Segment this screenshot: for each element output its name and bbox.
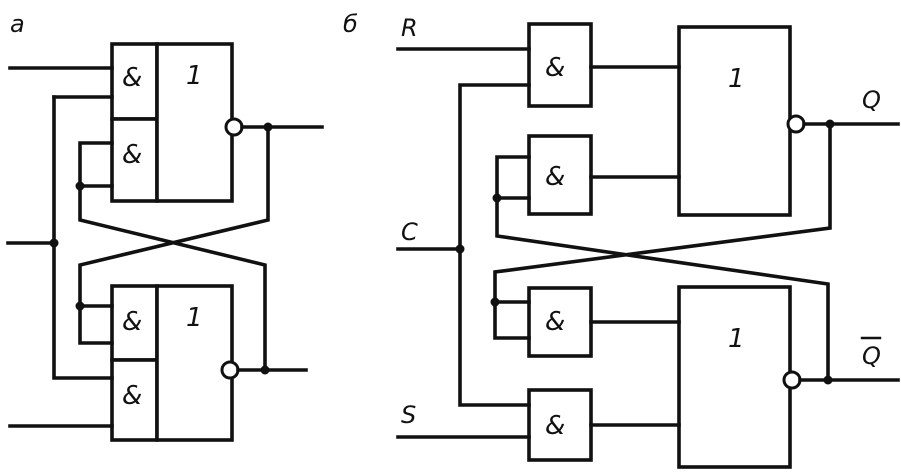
a-junction-lower-output [260, 365, 270, 375]
b-lower-or-symbol: 1 [728, 324, 745, 354]
b-lower-or-gate [677, 285, 792, 469]
a-upper-inverter-bubble [224, 117, 244, 137]
a-clock-bus [52, 95, 114, 380]
b-junction-q [825, 119, 835, 129]
a-upper-feedback-loop [78, 141, 114, 188]
b-and-upper-symbol: & [545, 162, 565, 192]
input-label-s: S [401, 401, 416, 429]
b-upper-or-symbol: 1 [728, 64, 745, 94]
b-and-s-symbol: & [545, 411, 565, 441]
a-lower-inverter-bubble [220, 360, 240, 380]
b-upper-or-gate [677, 25, 792, 217]
a-lower-and-1-symbol: & [122, 307, 142, 337]
b-and-r-symbol: & [545, 53, 565, 83]
a-junction-clock [49, 238, 59, 248]
a-lower-feedback-loop [78, 304, 114, 345]
b-lower-feedback-loop [493, 300, 531, 340]
c-clock-bus [458, 83, 531, 407]
a-junction-upper-loop [75, 181, 85, 191]
panel-a-label: a [10, 10, 25, 38]
a-upper-and-1-symbol: & [122, 63, 142, 93]
panel-a: a & & 1 & & 1 [6, 10, 324, 442]
output-label-q: Q [862, 86, 881, 114]
input-label-r: R [401, 14, 418, 42]
a-upper-and-2-symbol: & [122, 140, 142, 170]
a-junction-lower-loop [75, 301, 85, 311]
a-junction-upper-output [263, 122, 273, 132]
b-junction-q-bar [823, 375, 833, 385]
a-upper-and-gate-2 [110, 117, 159, 203]
b-and-gate-upper-feedback [527, 134, 593, 216]
panel-b: б R C S Q Q & & & & 1 1 [343, 10, 900, 469]
b-lower-inverter-bubble [782, 370, 802, 390]
b-and-lower-symbol: & [545, 307, 565, 337]
b-junction-upper-loop [492, 193, 502, 203]
b-and-gate-r [527, 22, 593, 108]
output-label-q-bar: Q [862, 342, 881, 370]
a-cross-wire-2 [78, 184, 267, 372]
b-junction-clock [455, 244, 465, 254]
b-junction-lower-loop [490, 297, 500, 307]
a-lower-and-2-symbol: & [122, 381, 142, 411]
b-and-gate-lower-feedback [527, 286, 593, 358]
panel-b-label: б [343, 10, 358, 38]
a-lower-or-symbol: 1 [186, 303, 203, 333]
b-cross-wire-q [493, 122, 832, 304]
b-upper-feedback-loop [495, 155, 531, 200]
b-cross-wire-q-bar [495, 196, 830, 382]
a-lower-and-gate-2 [110, 358, 159, 442]
b-upper-inverter-bubble [786, 114, 806, 134]
a-lower-or-gate [155, 284, 234, 442]
input-label-c: C [401, 218, 418, 246]
a-upper-or-gate [155, 42, 234, 203]
b-and-gate-s [527, 388, 593, 462]
a-upper-or-symbol: 1 [186, 61, 203, 91]
